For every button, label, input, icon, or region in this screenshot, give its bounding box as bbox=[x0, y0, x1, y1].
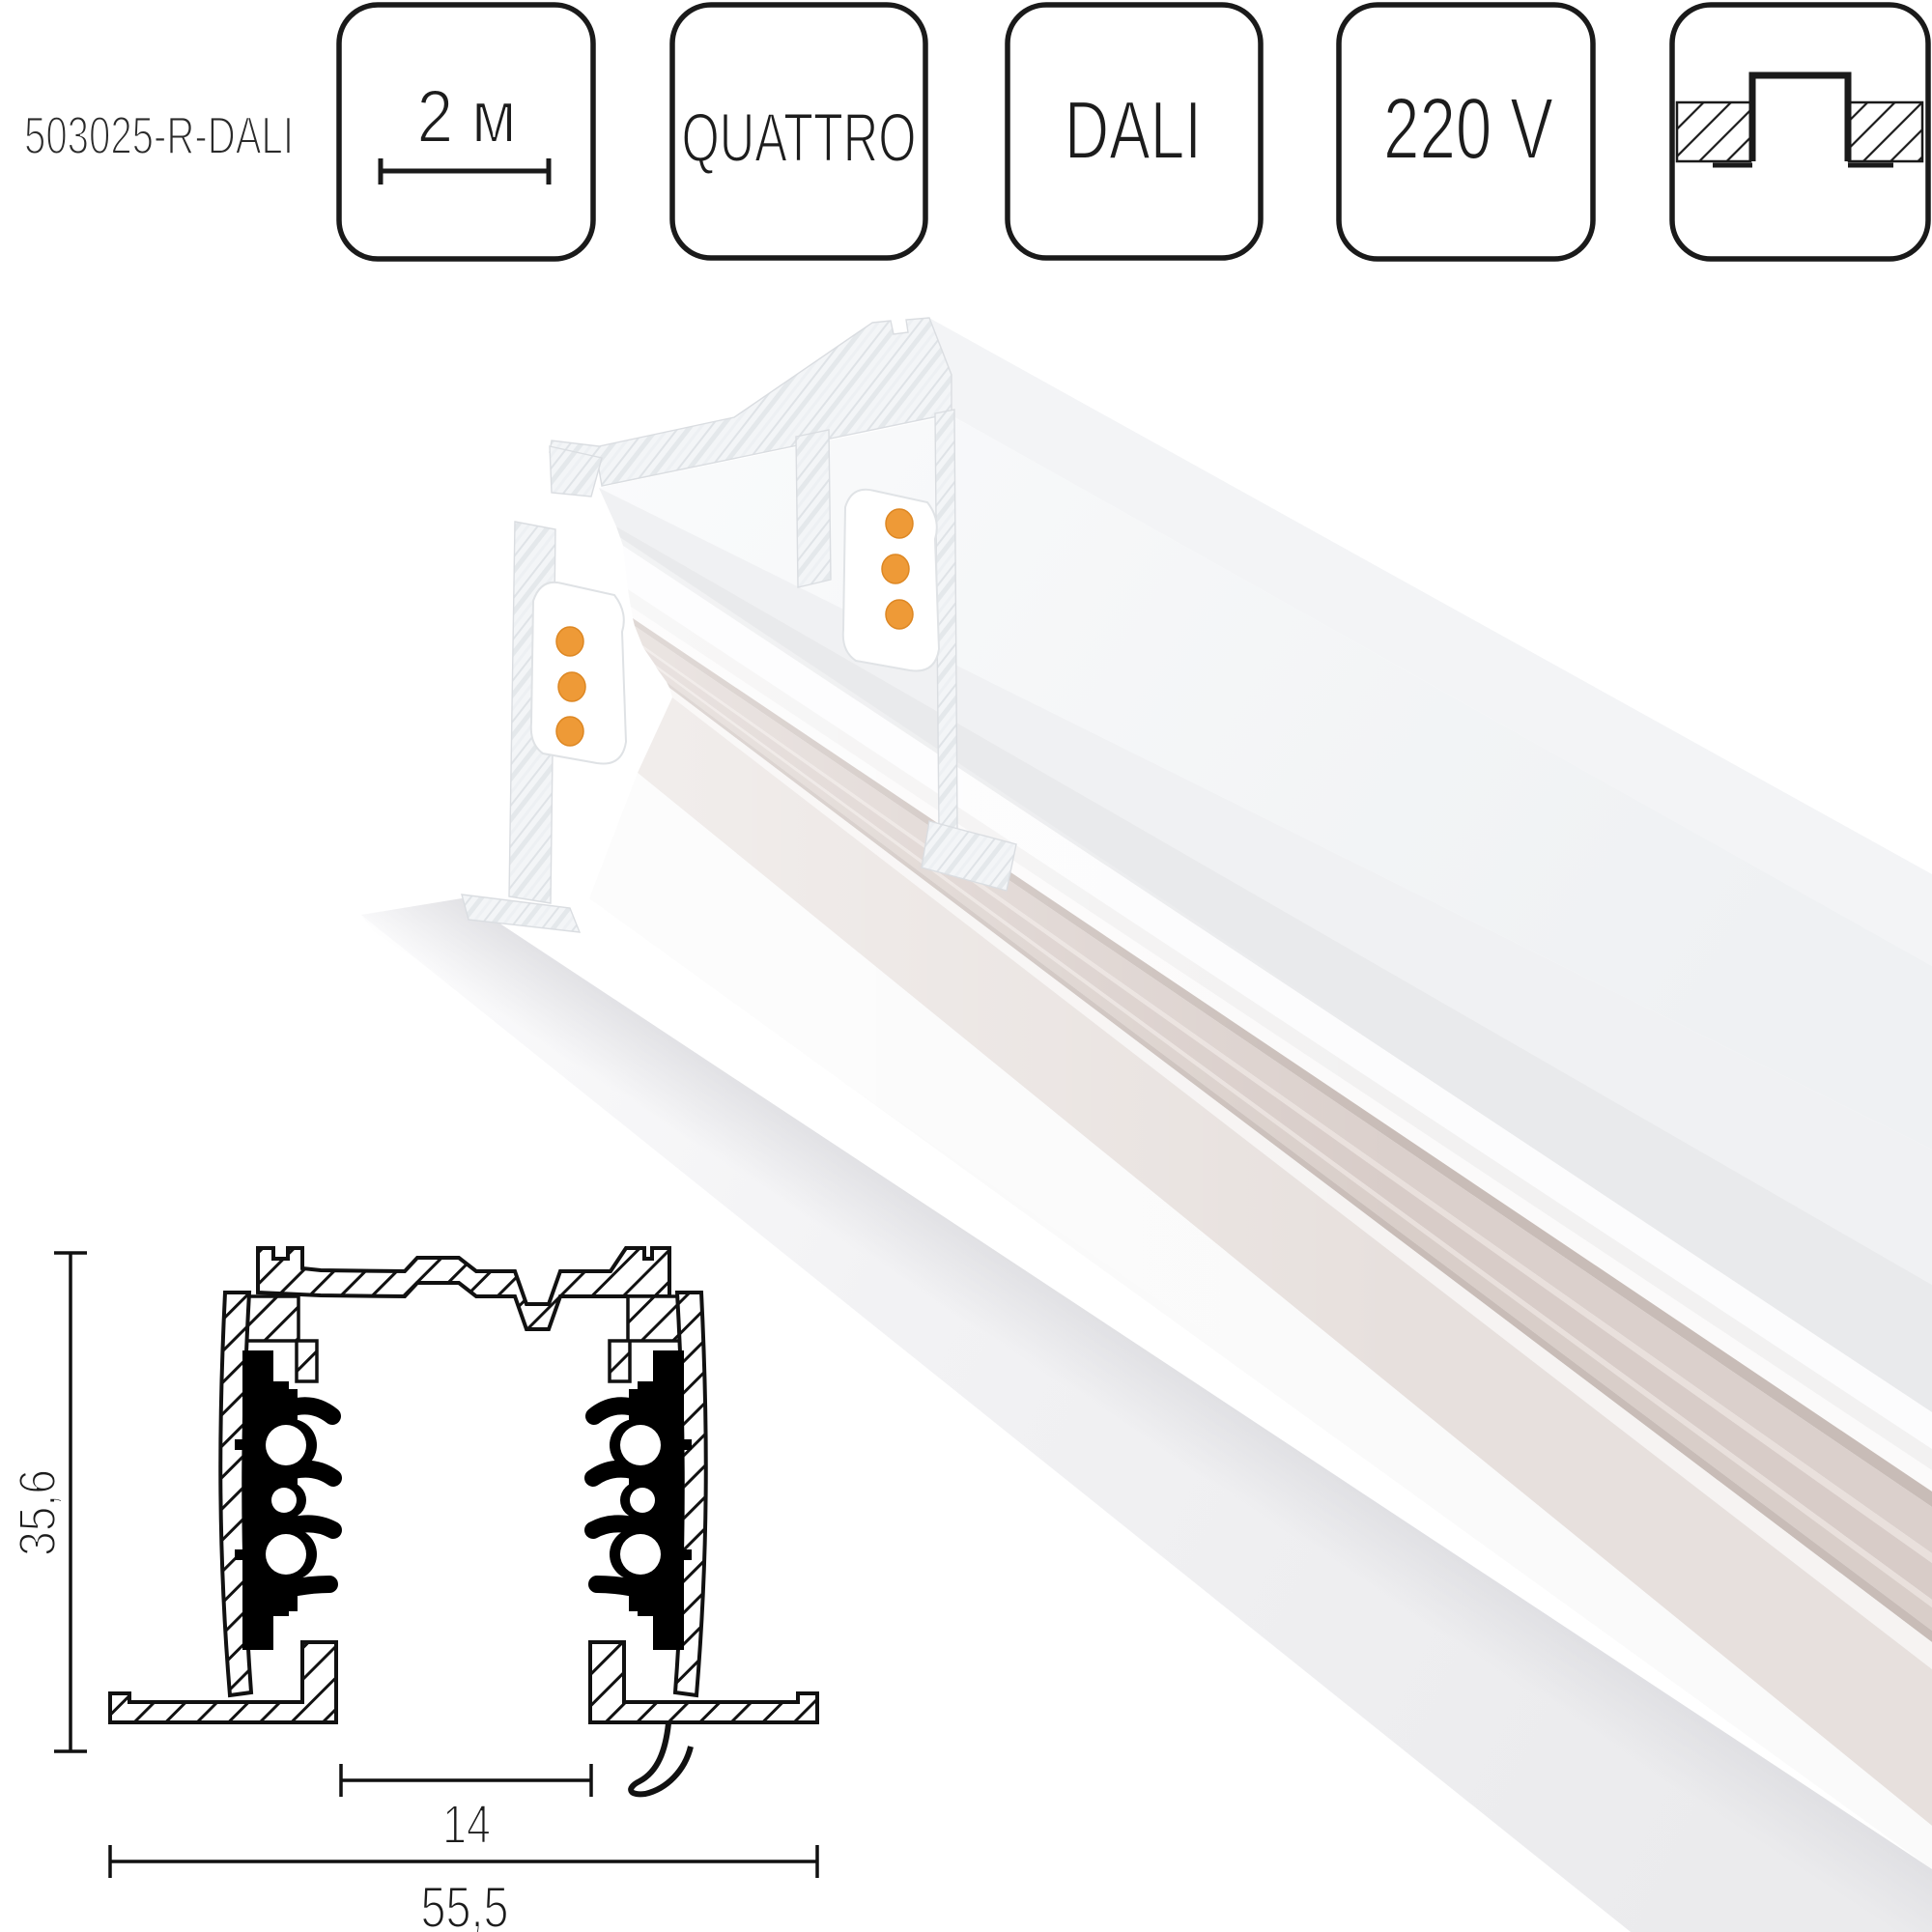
svg-text:35,6: 35,6 bbox=[9, 1469, 67, 1556]
svg-text:14: 14 bbox=[442, 1794, 491, 1856]
svg-text:QUATTRO: QUATTRO bbox=[682, 100, 917, 177]
svg-text:503025-R-DALI: 503025-R-DALI bbox=[24, 105, 294, 165]
svg-text:2 м: 2 м bbox=[417, 75, 517, 158]
svg-text:DALI: DALI bbox=[1065, 85, 1202, 177]
svg-text:55,5: 55,5 bbox=[421, 1875, 509, 1932]
svg-text:220 V: 220 V bbox=[1383, 81, 1553, 178]
